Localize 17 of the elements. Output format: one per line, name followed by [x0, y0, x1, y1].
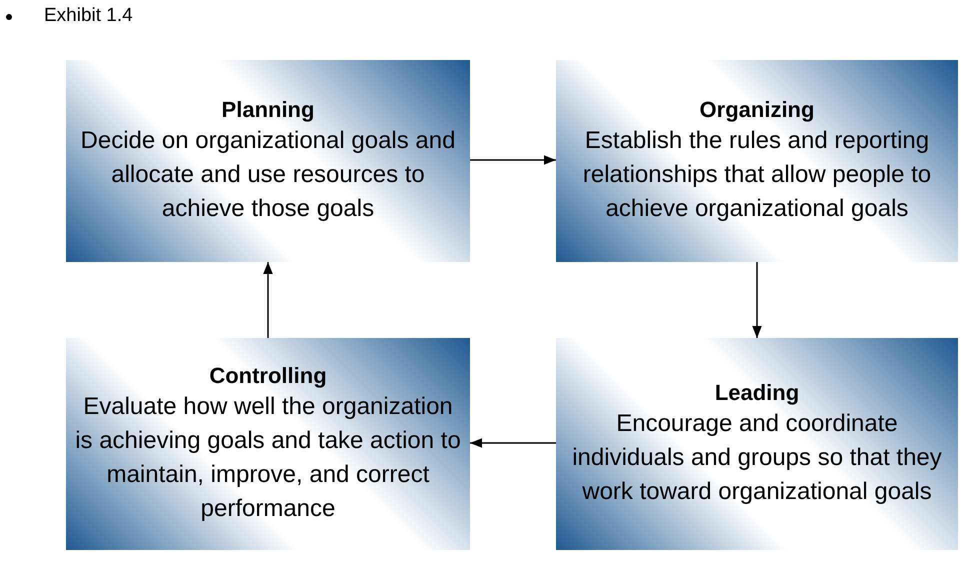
arrow — [470, 155, 556, 165]
arrow — [263, 262, 273, 338]
box-description: Encourage and coordinate individuals and groups so that they work toward organizational goals — [571, 409, 943, 508]
arrow — [470, 438, 556, 448]
box-description: Establish the rules and reporting relationships that allow people to achieve organizational goals — [582, 126, 932, 224]
box-heading: Controlling — [209, 362, 327, 390]
exhibit-label: Exhibit 1.4 — [44, 5, 133, 27]
box-heading: Leading — [714, 378, 800, 407]
box-description: Decide on organizational goals and allocate and use resources to achieve those goals — [80, 126, 456, 224]
process-box — [66, 60, 470, 262]
box-heading: Planning — [222, 96, 314, 124]
box-heading: Organizing — [700, 96, 814, 124]
arrow — [752, 262, 762, 338]
process-box — [556, 60, 958, 262]
box-description: Evaluate how well the organization is achieving goals and take action to maintain, improve, and correct performance — [74, 392, 462, 524]
process-box — [66, 338, 470, 550]
process-box — [556, 338, 958, 550]
